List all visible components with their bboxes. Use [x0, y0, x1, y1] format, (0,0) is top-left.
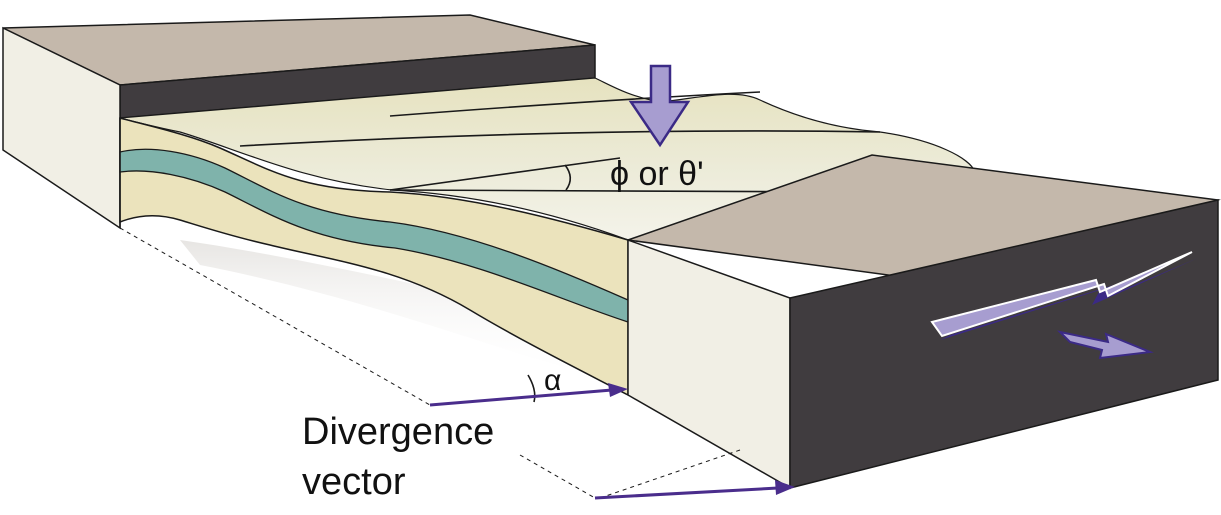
right-arrow-icon	[1056, 330, 1154, 360]
left-block	[2, 14, 596, 230]
small-motion-arrow	[1056, 330, 1154, 360]
dashed-guides	[119, 227, 741, 499]
right-block-side	[627, 238, 791, 490]
right-arrow-icon	[608, 383, 628, 397]
divergence-vector-lower	[594, 486, 779, 500]
phi-angle-arc	[564, 164, 572, 191]
phi-label: ϕ or θ'	[610, 155, 704, 193]
divergence-label-line2: vector	[302, 461, 406, 503]
right-block-front-dark	[789, 199, 1219, 489]
right-arrow-icon	[775, 480, 795, 495]
down-arrow-icon	[628, 64, 691, 148]
alpha-angle	[527, 374, 536, 403]
divergence-vectors	[429, 383, 795, 500]
divergence-vector-upper	[429, 388, 613, 407]
alpha-label: α	[544, 364, 561, 397]
strike-slip-arrow	[930, 251, 1198, 340]
compression-arrow	[628, 64, 691, 148]
right-block	[627, 154, 1221, 490]
surface-lines	[239, 91, 881, 147]
right-arrow-icon	[930, 251, 1193, 338]
shadow	[180, 240, 630, 385]
alpha-angle-arc	[527, 374, 536, 403]
divergence-label-line1: Divergence	[302, 411, 494, 453]
